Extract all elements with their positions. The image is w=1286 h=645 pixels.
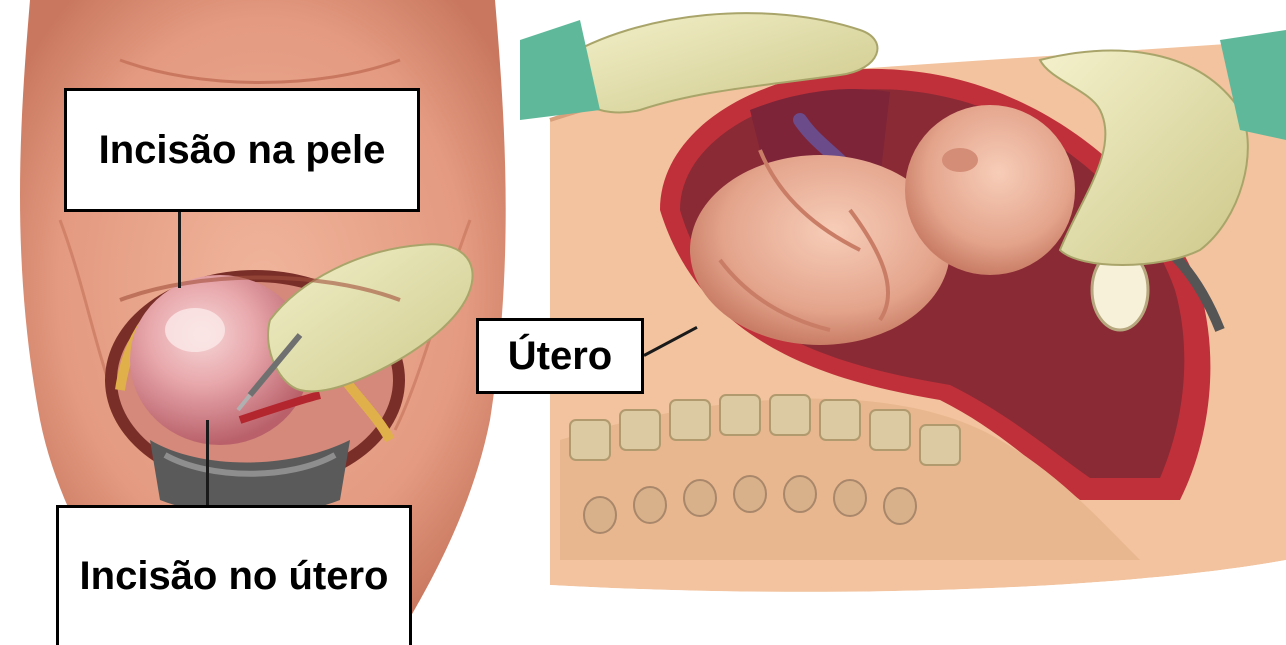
leader-line-uterine-incision xyxy=(206,420,209,508)
label-skin-incision: Incisão na pele xyxy=(64,88,420,212)
surgeon-sleeve-left xyxy=(520,20,600,120)
label-uterine-incision: Incisão no útero xyxy=(56,505,412,645)
leader-line-skin xyxy=(178,212,181,288)
label-uterus: Útero xyxy=(476,318,644,394)
fetus-head xyxy=(905,105,1075,275)
